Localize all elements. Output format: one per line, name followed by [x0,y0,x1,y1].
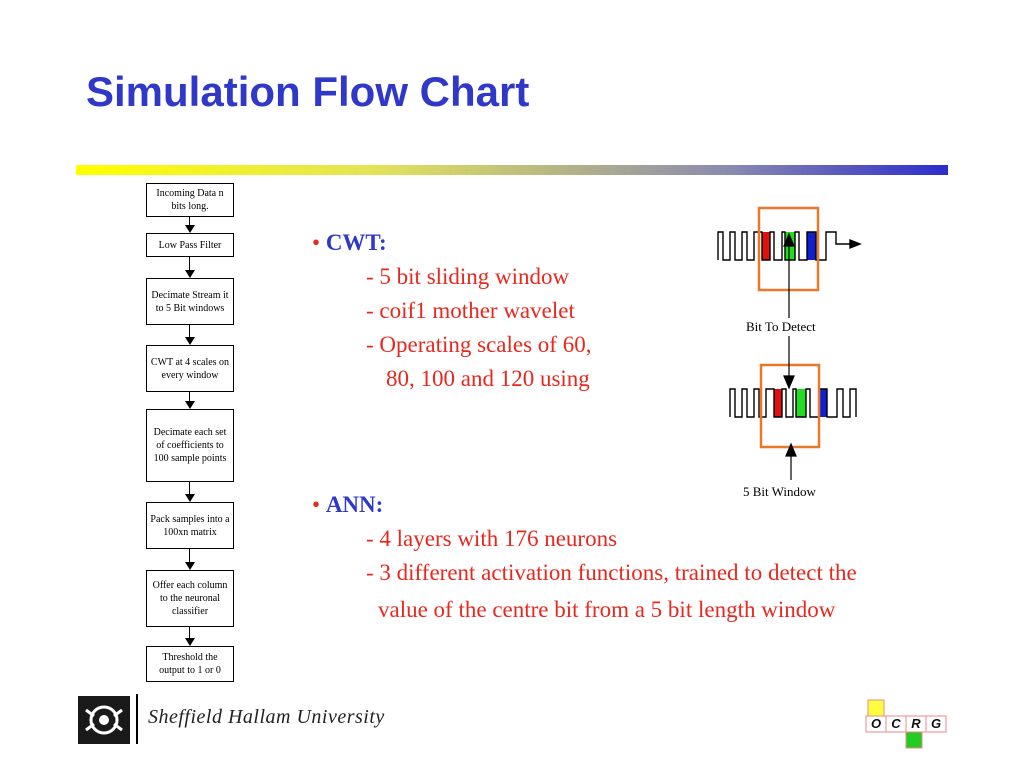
bullet-dot: • [312,492,326,517]
cwt-line: - coif1 mother wavelet [366,298,575,323]
red-bit [762,232,770,260]
flow-arrow [185,549,195,570]
green-bit [796,389,806,417]
bullet-dot: • [312,230,326,255]
red-bit [774,389,782,417]
ocrg-letter: R [911,716,921,731]
ocrg-logo: O C R G [862,698,952,750]
cwt-line: 80, 100 and 120 using [386,366,590,391]
flow-step-low-pass-filter: Low Pass Filter [146,233,234,257]
flow-arrow [185,392,195,409]
ocrg-letter: C [891,716,901,731]
flow-arrow [185,325,195,345]
flow-step-offer-column: Offer each column to the neuronal classi… [146,570,234,627]
ann-line: - 3 different activation functions, trai… [366,560,857,585]
cwt-line: - Operating scales of 60, [366,332,592,357]
output-arrow-head [849,238,862,250]
cwt-bullet: • CWT: - 5 bit sliding window - coif1 mo… [312,226,591,396]
bit-to-detect-label: Bit To Detect [746,319,816,334]
five-bit-window-label: 5 Bit Window [743,484,816,499]
blue-bit [807,232,816,260]
flow-step-pack-samples: Pack samples into a 100xn matrix [146,502,234,549]
university-logo [78,696,130,744]
university-name: Sheffield Hallam University [148,706,385,728]
flow-step-decimate-coefficients: Decimate each set of coefficients to 100… [146,409,234,482]
cwt-line: - 5 bit sliding window [366,264,570,289]
ann-bullet: • ANN: - 4 layers with 176 neurons - 3 d… [312,488,857,630]
footer-divider [136,694,138,744]
flow-step-incoming-data: Incoming Data n bits long. [146,183,234,217]
slide-title: Simulation Flow Chart [86,68,530,115]
ocrg-letter: G [930,716,942,731]
ann-line: - 4 layers with 176 neurons [366,526,618,551]
flow-arrow [185,482,195,502]
blue-bit [819,389,827,417]
bottom-bit-signal [729,388,857,418]
flow-step-decimate-stream: Decimate Stream it to 5 Bit windows [146,278,234,325]
label-arrows [783,232,797,480]
flow-arrow [185,257,195,278]
title-divider [76,165,948,175]
ann-line: value of the centre bit from a 5 bit len… [378,597,836,622]
flow-arrow [185,217,195,233]
flow-step-cwt: CWT at 4 scales on every window [146,345,234,392]
flow-step-threshold: Threshold the output to 1 or 0 [146,646,234,682]
flow-arrow [185,627,195,646]
ann-heading: ANN: [325,492,384,517]
ocrg-letter: O [870,716,882,731]
bit-window-diagram [717,206,862,480]
cwt-heading: CWT: [325,230,387,255]
